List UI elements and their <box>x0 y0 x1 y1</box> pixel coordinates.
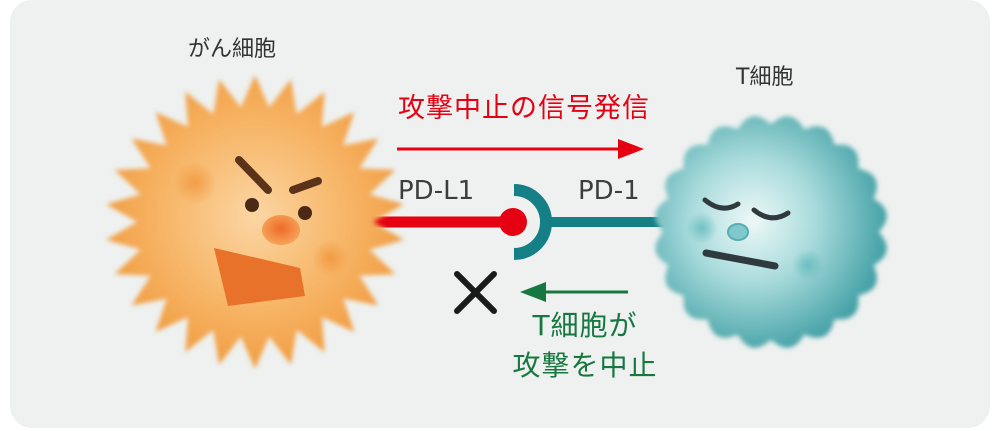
stop-label-line-2: 攻撃を中止 <box>512 349 658 382</box>
pd-1-label: PD-1 <box>578 176 640 206</box>
t-cell-mouth <box>702 249 779 270</box>
cancer-cheek-right <box>312 240 348 276</box>
t-cell-label: T細胞 <box>736 65 794 90</box>
signal-label: 攻撃中止の信号発信 <box>398 93 650 124</box>
t-cell-nose <box>727 223 749 241</box>
pd-l1-label: PD-L1 <box>398 176 475 206</box>
cancer-cheek-left <box>173 161 217 205</box>
angry-eyebrow-right <box>289 177 322 194</box>
cancer-nose <box>262 215 300 245</box>
stop-arrow <box>520 282 628 302</box>
stop-label: T細胞が 攻撃を中止 <box>500 306 670 386</box>
cancer-mouth <box>214 248 305 306</box>
signal-arrow <box>397 139 644 159</box>
x-mark-icon <box>454 271 497 314</box>
t-cell-eye-right <box>751 207 791 221</box>
t-cell-eye-left <box>702 197 741 211</box>
cancer-eye-left <box>245 198 259 212</box>
cancer-cell-label: がん細胞 <box>188 37 277 62</box>
stop-label-line-1: T細胞が <box>532 309 638 342</box>
cancer-eye-right <box>298 206 312 220</box>
t-cell-icon <box>655 116 887 348</box>
t-cell-cheek-left <box>686 212 718 244</box>
angry-eyebrow-left <box>235 156 272 194</box>
t-cell-cheek-right <box>792 249 824 281</box>
cancer-cell-icon <box>106 75 404 369</box>
